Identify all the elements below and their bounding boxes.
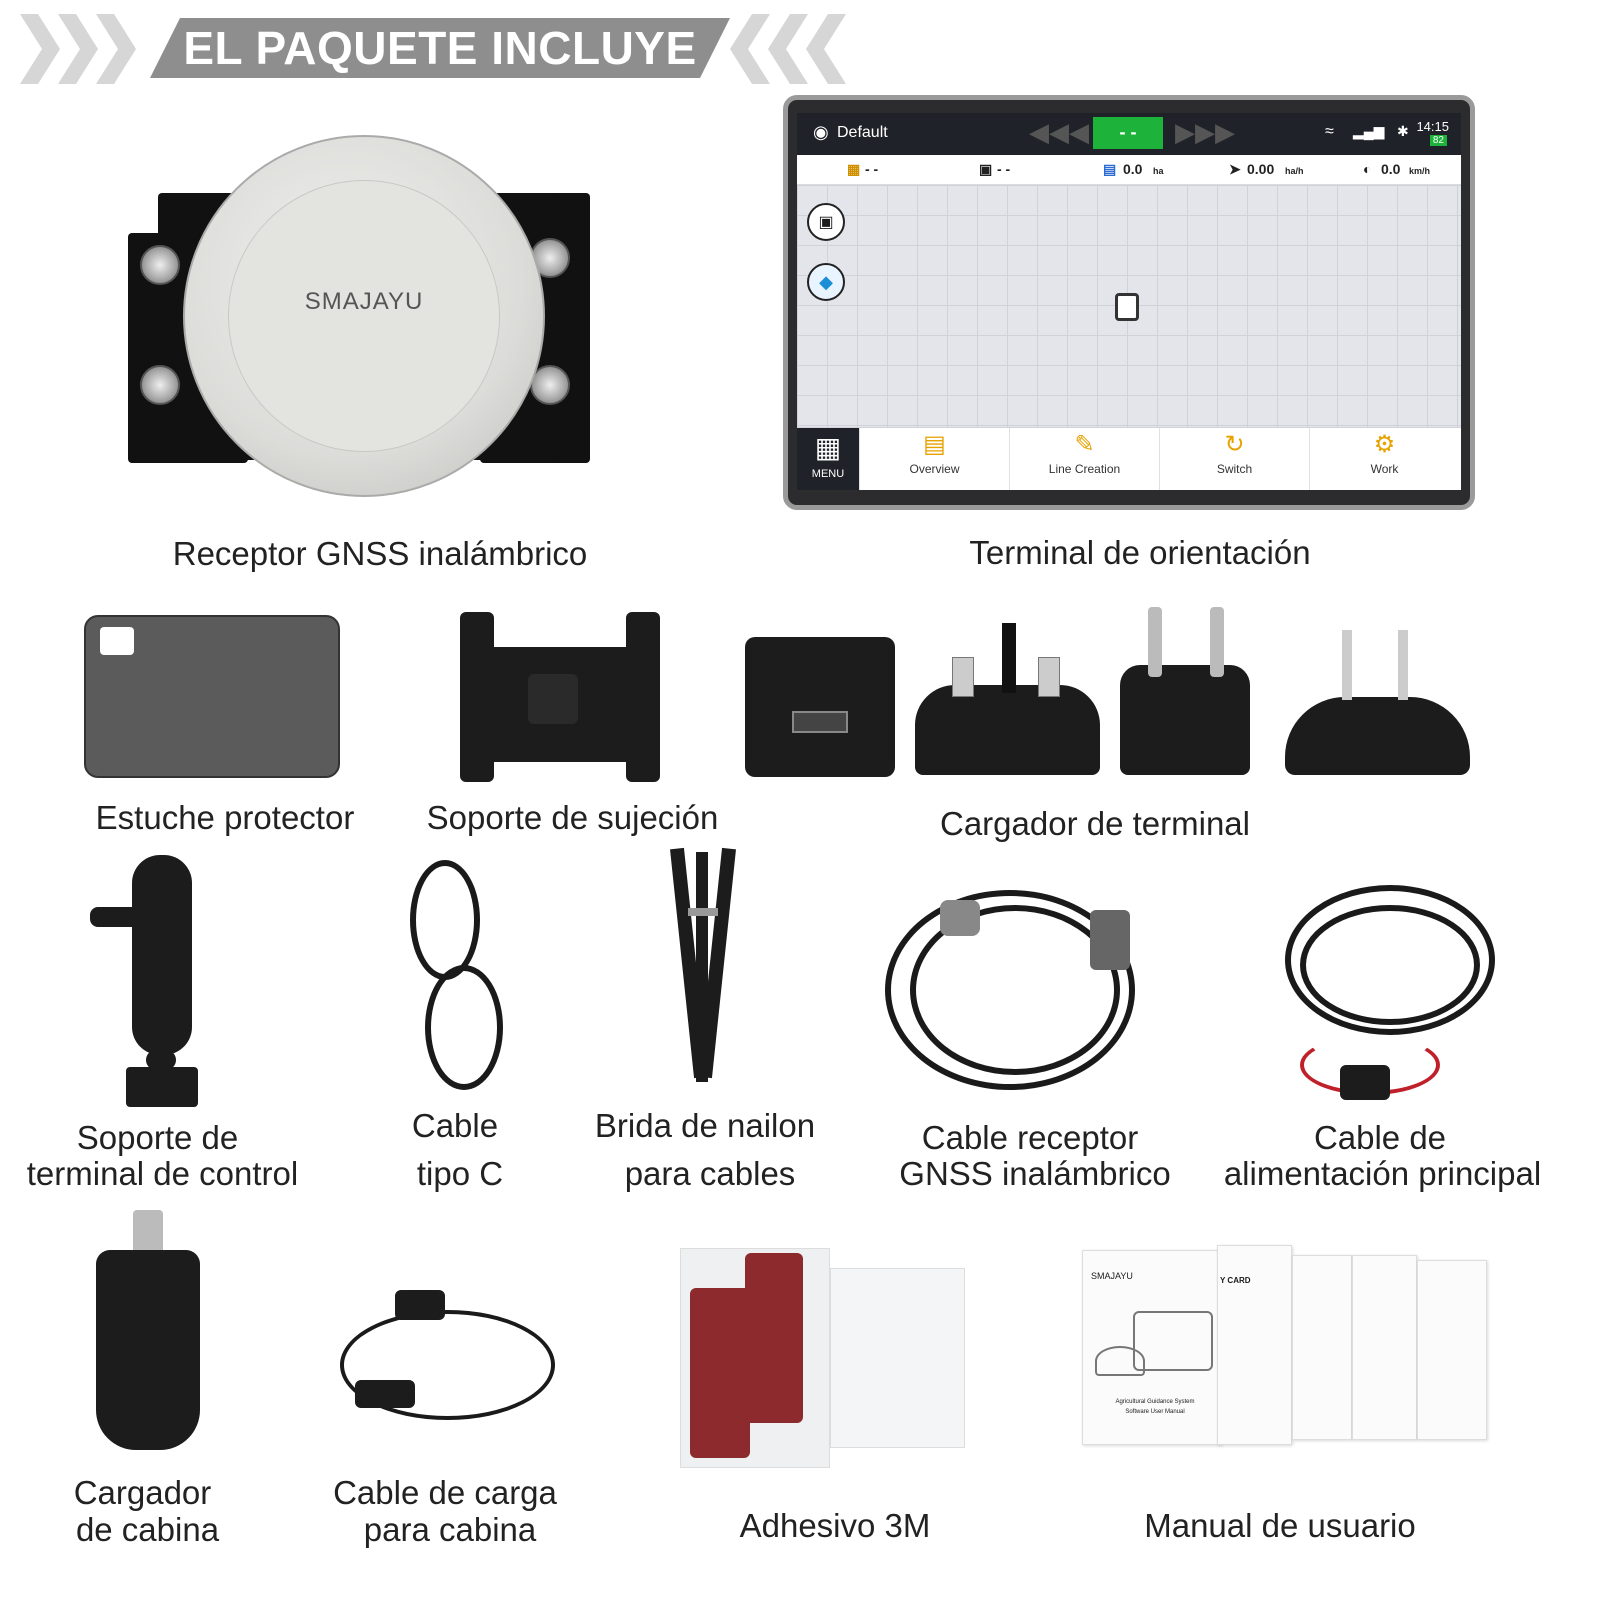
chevron-right-2 xyxy=(768,14,808,84)
menu-label: MENU xyxy=(811,468,845,480)
label-cab-charger-line1: Cargador xyxy=(73,1474,212,1511)
wifi-icon: ≈ xyxy=(1325,123,1334,140)
signal-icon: ▂▄▆ xyxy=(1353,123,1385,139)
3m-adhesive-image xyxy=(680,1228,970,1468)
map-view[interactable]: ▣ ◆ xyxy=(797,185,1461,427)
metrics-bar: ▦ - - ▣ - - ▤ 0.0 ha ➤ 0.00 ha/h ◐ 0.0 k… xyxy=(797,155,1461,185)
menu-button[interactable]: ▦ MENU xyxy=(797,428,859,490)
tractor-icon xyxy=(1115,293,1139,321)
metric-speed-unit: km/h xyxy=(1409,166,1431,176)
manual-title-line2: Software User Manual xyxy=(1125,1409,1185,1415)
field-icon: ▦ xyxy=(847,161,861,177)
nav-switch-label: Switch xyxy=(1216,462,1253,476)
metric-rate: 0.00 xyxy=(1247,161,1275,177)
metric-area: 0.0 xyxy=(1123,161,1143,177)
label-charger: Cargador de terminal xyxy=(940,805,1250,842)
work-icon: ⚙ xyxy=(1373,431,1396,458)
status-bar: ◉ Default ◀◀◀ - - ▶▶▶ ≈ ▂▄▆ ✱ 14:15 82 xyxy=(797,113,1461,155)
manual-card-label: Y CARD xyxy=(1220,1276,1251,1285)
nav-work-label: Work xyxy=(1370,462,1399,476)
label-power-line1: Cable de xyxy=(1313,1119,1447,1156)
speedometer-icon: ◐ xyxy=(1363,161,1372,177)
chevron-left-1 xyxy=(20,14,60,84)
label-adhesive: Adhesivo 3M xyxy=(739,1507,931,1544)
rocket-icon: ➤ xyxy=(1229,161,1241,177)
label-terminal: Terminal de orientación xyxy=(969,534,1311,571)
label-bracket: Soporte de sujeción xyxy=(426,799,719,836)
cab-charging-cable-image xyxy=(335,1290,560,1440)
metric-grid: - - xyxy=(997,161,1011,177)
banner-background xyxy=(150,18,730,78)
receiver-brand: SMAJAYU xyxy=(304,288,424,315)
protective-case-image xyxy=(84,615,340,778)
label-cab-cable-line1: Cable de carga xyxy=(333,1474,557,1511)
nav-line-creation[interactable]: ✎ Line Creation xyxy=(1009,428,1159,490)
type-c-cable-image xyxy=(405,855,505,1095)
metric-field: - - xyxy=(865,161,879,177)
label-ties-line1: Brida de nailon xyxy=(594,1107,816,1144)
grid-icon: ▣ xyxy=(979,161,993,177)
label-receiver: Receptor GNSS inalámbrico xyxy=(172,535,588,572)
chevron-left-3 xyxy=(96,14,136,84)
camera-icon[interactable]: ▣ xyxy=(807,203,845,241)
label-case: Estuche protector xyxy=(95,799,355,836)
label-power-line2: alimentación principal xyxy=(1223,1155,1542,1192)
battery-level: 82 xyxy=(1429,135,1447,146)
rewind-icon: ◀◀◀ xyxy=(1029,117,1089,147)
chevron-right-1 xyxy=(730,14,770,84)
manual-brand: SMAJAYU xyxy=(1091,1271,1133,1281)
location-label[interactable]: Default xyxy=(837,124,888,141)
gnss-receiver-cable-image xyxy=(880,860,1190,1100)
label-gnss-cable-line1: Cable receptor xyxy=(921,1119,1139,1156)
usb-port-icon xyxy=(792,711,848,733)
label-cab-cable-line2: para cabina xyxy=(363,1511,537,1548)
overview-icon: ▤ xyxy=(923,431,946,458)
nav-overview[interactable]: ▤ Overview xyxy=(859,428,1009,490)
nylon-cable-ties-image xyxy=(670,847,736,1084)
label-typec-line2: tipo C xyxy=(416,1155,504,1192)
area-icon: ▤ xyxy=(1103,161,1117,177)
main-power-cable-image xyxy=(1280,865,1505,1105)
nav-switch[interactable]: ↻ Switch xyxy=(1159,428,1309,490)
chevron-right-3 xyxy=(806,14,846,84)
metric-area-unit: ha xyxy=(1153,166,1164,176)
3d-view-icon[interactable]: ◆ xyxy=(807,263,845,301)
terminal-charger-image xyxy=(740,605,1480,785)
metric-speed: 0.0 xyxy=(1381,161,1401,177)
clock: 14:15 xyxy=(1416,119,1449,134)
label-gnss-cable-line2: GNSS inalámbrico xyxy=(899,1155,1171,1192)
chevron-left-2 xyxy=(58,14,98,84)
label-typec-line1: Cable xyxy=(411,1107,499,1144)
cab-charger-image xyxy=(88,1210,213,1460)
bluetooth-icon: ✱ xyxy=(1397,123,1409,139)
bottom-navigation: ▦ MENU ▤ Overview ✎ Line Creation ↻ Swit… xyxy=(797,427,1461,490)
forward-icon: ▶▶▶ xyxy=(1175,117,1235,147)
line-creation-icon: ✎ xyxy=(1074,431,1095,458)
user-manuals-image: SMAJAYU Agricultural Guidance System Sof… xyxy=(1082,1245,1492,1445)
location-pin-icon: ◉ xyxy=(813,122,829,142)
camera-cutout xyxy=(100,627,134,655)
label-mount-line1: Soporte de xyxy=(76,1119,239,1156)
switch-icon: ↻ xyxy=(1224,431,1245,458)
label-cab-charger-line2: de cabina xyxy=(75,1511,220,1548)
metric-rate-unit: ha/h xyxy=(1285,166,1304,176)
terminal-screen: ◉ Default ◀◀◀ - - ▶▶▶ ≈ ▂▄▆ ✱ 14:15 82 ▦… xyxy=(797,113,1461,490)
label-ties-line2: para cables xyxy=(624,1155,796,1192)
control-terminal-mount-image xyxy=(90,855,220,1110)
nav-work[interactable]: ⚙ Work xyxy=(1309,428,1459,490)
label-manual: Manual de usuario xyxy=(1144,1507,1416,1544)
nav-overview-label: Overview xyxy=(909,462,960,476)
receiver-cover xyxy=(228,180,500,452)
manual-title-line1: Agricultural Guidance System xyxy=(1115,1399,1195,1405)
holder-bracket-image xyxy=(460,612,660,782)
gps-status-indicator[interactable]: - - xyxy=(1093,117,1163,149)
grid-menu-icon: ▦ xyxy=(814,432,842,463)
label-mount-line2: terminal de control xyxy=(26,1155,299,1192)
nav-line-creation-label: Line Creation xyxy=(1048,462,1121,476)
page-title: EL PAQUETE INCLUYE xyxy=(183,22,697,74)
